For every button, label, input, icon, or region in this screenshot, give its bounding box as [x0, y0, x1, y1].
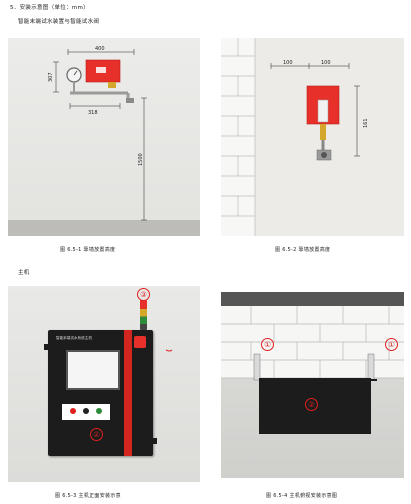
host-black-button[interactable] [83, 408, 89, 414]
marker-1-right: ① [385, 338, 398, 351]
alarm-light [140, 300, 147, 330]
caption-fig3: 图 6.5-3 主机正面安装示意 [55, 493, 121, 499]
dim-width-top: 400 [95, 46, 105, 52]
host-red-button[interactable] [70, 408, 76, 414]
dim-height-left: 307 [48, 72, 54, 82]
photo-side-mount: 100 100 161 [221, 38, 404, 236]
photo-host-front: 智能末端试水系统主机 ③ ② [8, 286, 200, 482]
host-screen [66, 350, 120, 390]
host-mount-tab-left [44, 344, 48, 350]
photo-host-top: ① ① ② [221, 292, 404, 478]
marker-curve [165, 349, 173, 352]
host-panel-title: 智能末端试水系统主机 [56, 336, 92, 340]
host-label: 主机 [18, 270, 30, 276]
dim-side-left: 100 [283, 60, 293, 66]
host-mount-tab-right [153, 438, 157, 444]
dim-side-height: 161 [363, 118, 369, 128]
host-green-button[interactable] [96, 408, 102, 414]
marker-2-front: ② [90, 428, 103, 441]
marker-3: ③ [137, 288, 150, 301]
marker-2-top: ② [305, 398, 318, 411]
host-red-stripe [124, 330, 132, 456]
dim-side-right: 100 [321, 60, 331, 66]
host-logo [134, 336, 146, 348]
caption-fig2: 图 6.5-2 靠墙放置高度 [275, 247, 331, 253]
dim-height-floor: 1500 [138, 153, 144, 166]
sub-heading: 智能末端试水装置与智能试水阀 [18, 19, 100, 25]
host-cabinet: 智能末端试水系统主机 [44, 330, 157, 456]
section-heading: 5．安装示意图（单位：mm） [10, 5, 89, 11]
photo-front-mount: 400 307 318 1500 [8, 38, 200, 236]
dim-width-bottom: 318 [88, 110, 98, 116]
caption-fig4: 图 6.5-4 主机俯视安装示意图 [266, 493, 338, 499]
marker-1-left: ① [261, 338, 274, 351]
caption-fig1: 图 6.5-1 靠墙放置高度 [60, 247, 116, 253]
